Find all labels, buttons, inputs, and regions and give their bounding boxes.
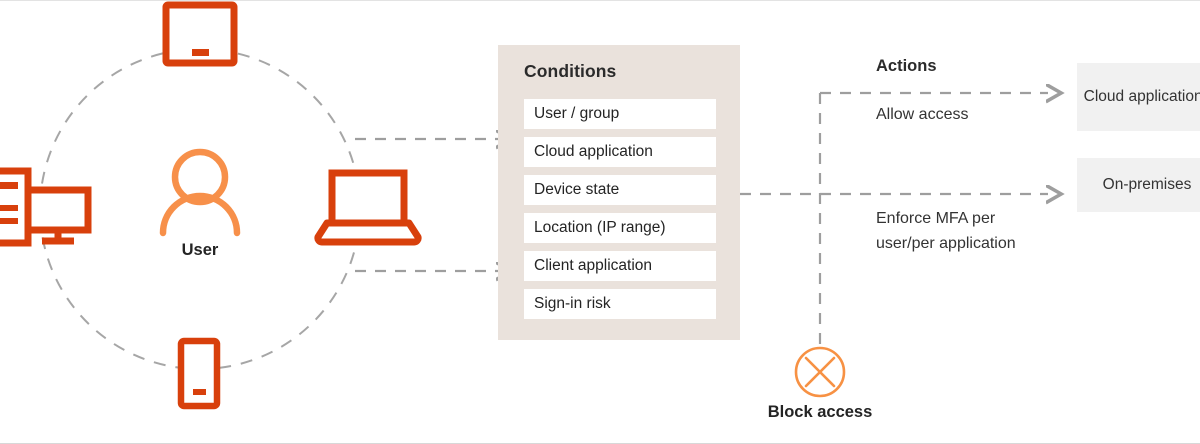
block-access-label: Block access: [767, 403, 873, 421]
person-icon: [159, 148, 241, 237]
conditions-list: User / group Cloud application Device st…: [524, 99, 716, 319]
desktop-computer-icon: [0, 167, 92, 247]
condition-row-cloud-application[interactable]: Cloud application: [524, 137, 716, 167]
tablet-icon: [162, 1, 238, 67]
conditions-title: Conditions: [524, 61, 617, 81]
laptop-icon: [314, 169, 422, 246]
destination-cloud-applications: Cloud applications: [1077, 63, 1200, 131]
enforce-mfa-label: Enforce MFA per user/per application: [876, 210, 1016, 252]
conditions-panel: Conditions User / group Cloud applicatio…: [498, 45, 740, 340]
allow-access-label: Allow access: [876, 106, 969, 123]
condition-row-location-ip-range[interactable]: Location (IP range): [524, 213, 716, 243]
condition-row-sign-in-risk[interactable]: Sign-in risk: [524, 289, 716, 319]
user-label: User: [181, 241, 219, 259]
condition-row-client-application[interactable]: Client application: [524, 251, 716, 281]
actions-title: Actions: [876, 57, 937, 75]
circle-x-icon: [794, 346, 846, 398]
destination-on-premises: On-premises: [1077, 158, 1200, 212]
mobile-phone-icon: [177, 337, 221, 410]
condition-row-user-group[interactable]: User / group: [524, 99, 716, 129]
condition-row-device-state[interactable]: Device state: [524, 175, 716, 205]
